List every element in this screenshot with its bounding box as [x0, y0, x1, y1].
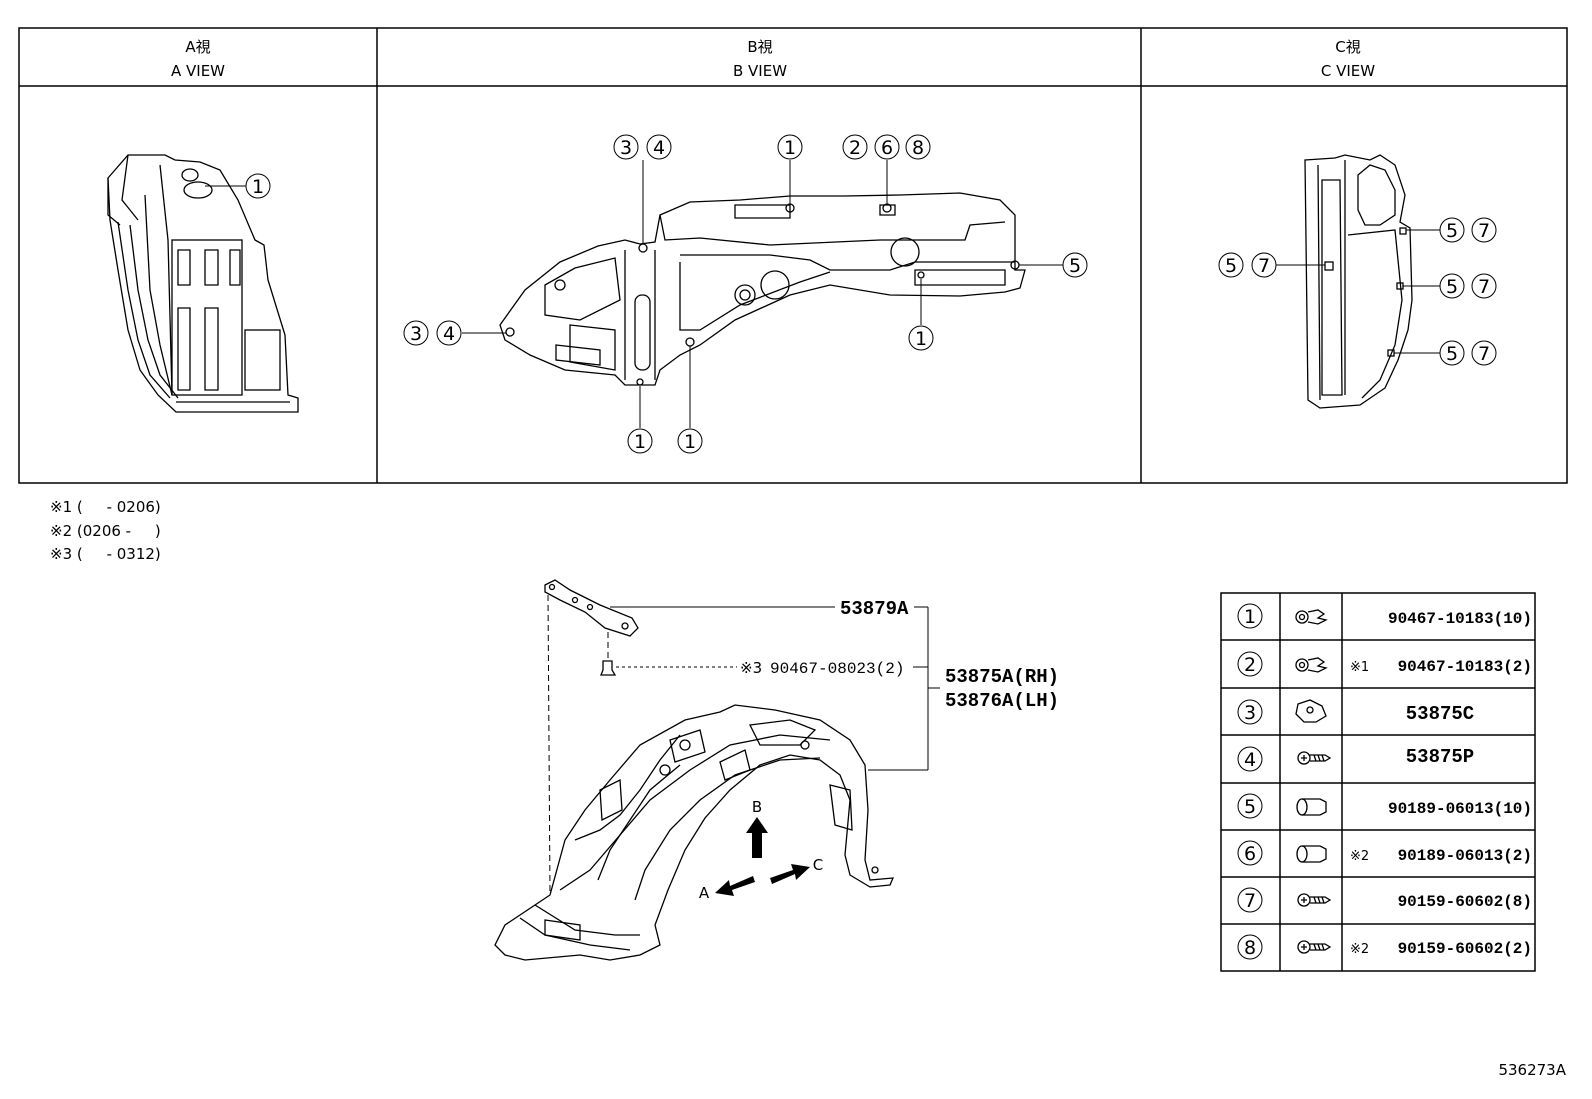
table-row: 8 ※2 90159-60602(2)	[1237, 934, 1532, 960]
a-view-title-en: A VIEW	[171, 62, 225, 80]
row-note: ※1	[1350, 660, 1369, 675]
b-view-title-en: B VIEW	[733, 62, 787, 80]
row-part-number: 90467-10183(10)	[1388, 610, 1532, 628]
row-key: 3	[1244, 702, 1256, 724]
callout-number: 8	[912, 137, 924, 159]
note-1: ※1 ( - 0206)	[50, 498, 161, 516]
retainer-nut-icon	[1295, 699, 1327, 723]
table-row: 6 ※2 90189-06013(2)	[1237, 840, 1532, 866]
callout-number: 4	[443, 323, 455, 345]
callout-number: 1	[684, 431, 696, 453]
fender-liner	[494, 704, 895, 961]
row-part-number: 53875C	[1406, 703, 1474, 725]
callout-number: 3	[620, 137, 632, 159]
arrow-c	[770, 864, 810, 884]
row-note: ※2	[1350, 942, 1369, 957]
arrow-a	[715, 876, 755, 896]
callout-number: 3	[410, 323, 422, 345]
table-row: 7 90159-60602(8)	[1237, 887, 1532, 913]
callout-number: 1	[634, 431, 646, 453]
row-part-number: 90189-06013(10)	[1388, 800, 1532, 818]
push-clip-icon	[1295, 609, 1328, 625]
row-key: 2	[1244, 654, 1256, 676]
row-key: 6	[1244, 843, 1256, 865]
c-view-illustration: 5 7 5 7 5 7 5 7	[1218, 154, 1497, 409]
screw-icon	[1297, 751, 1332, 765]
part-number-lh: 53876A(LH)	[945, 690, 1059, 712]
date-notes: ※1 ( - 0206) ※2 (0206 - ) ※3 ( - 0312)	[50, 498, 161, 563]
row-key: 1	[1244, 606, 1256, 628]
callout-number: 5	[1069, 255, 1081, 277]
view-panel-frame	[18, 27, 1568, 484]
c-view-title-en: C VIEW	[1321, 62, 1375, 80]
arrow-a-label: A	[699, 884, 710, 902]
arrow-c-label: C	[813, 856, 823, 874]
main-assembly: B A C 53879A ※3 90467-08023(2) 53875A(RH…	[494, 579, 1059, 961]
callout-number: 1	[915, 328, 927, 350]
table-row: 3 53875C	[1237, 699, 1474, 725]
push-clip	[600, 660, 617, 676]
note-2: ※2 (0206 - )	[50, 522, 161, 540]
arrow-b-label: B	[752, 798, 762, 816]
callout-number: 5	[1225, 255, 1237, 277]
callout-number: 7	[1478, 343, 1490, 365]
row-part-number: 90159-60602(8)	[1398, 893, 1532, 911]
bracket-53879A	[544, 579, 639, 637]
callout-number: 1	[252, 176, 264, 198]
fastener-table: 1 90467-10183(10) 2 ※1 90467-10183(2) 3	[1220, 592, 1536, 972]
callout-number: 7	[1258, 255, 1270, 277]
table-row: 5 90189-06013(10)	[1237, 793, 1532, 819]
row-key: 7	[1244, 890, 1256, 912]
grommet-icon	[1296, 845, 1327, 863]
figure-id: 536273A	[1498, 1061, 1566, 1079]
b-view-title-jp: B視	[747, 38, 772, 56]
arrow-b	[746, 817, 768, 858]
b-view-illustration: 3 4 1 2 6 8 5 3 4 1 1 1	[403, 134, 1088, 454]
row-part-number: 53875P	[1406, 746, 1474, 768]
callout-circle	[245, 173, 271, 199]
clip-part-number: 90467-08023(2)	[770, 660, 904, 678]
row-key: 5	[1244, 796, 1256, 818]
callout-number: 5	[1446, 343, 1458, 365]
grommet-icon	[1296, 798, 1327, 816]
view-panel: A視 A VIEW B視 B VIEW C視 C VIEW	[18, 27, 1568, 484]
callout-number: 7	[1478, 276, 1490, 298]
push-clip-icon	[1295, 657, 1328, 673]
clip-note: ※3	[740, 659, 762, 677]
part-number-53879A: 53879A	[840, 598, 909, 620]
callout-number: 5	[1446, 220, 1458, 242]
row-key: 4	[1244, 749, 1256, 771]
table-row: 4 53875P	[1237, 746, 1474, 772]
note-3: ※3 ( - 0312)	[50, 545, 161, 563]
table-row: 1 90467-10183(10)	[1237, 603, 1532, 629]
part-number-rh: 53875A(RH)	[945, 666, 1059, 688]
row-note: ※2	[1350, 849, 1369, 864]
screw-icon	[1297, 940, 1332, 954]
row-part-number: 90159-60602(2)	[1398, 940, 1532, 958]
callout-number: 6	[881, 137, 893, 159]
a-view-illustration: 1	[107, 154, 299, 413]
table-row: 2 ※1 90467-10183(2)	[1237, 651, 1532, 677]
row-part-number: 90189-06013(2)	[1398, 847, 1532, 865]
callout-number: 1	[784, 137, 796, 159]
a-view-title-jp: A視	[185, 38, 210, 56]
callout-number: 2	[849, 137, 861, 159]
callout-number: 4	[653, 137, 665, 159]
callout-number: 5	[1446, 276, 1458, 298]
c-view-title-jp: C視	[1335, 38, 1360, 56]
callout-number: 7	[1478, 220, 1490, 242]
row-key: 8	[1244, 937, 1256, 959]
row-part-number: 90467-10183(2)	[1398, 658, 1532, 676]
screw-icon	[1297, 893, 1332, 907]
